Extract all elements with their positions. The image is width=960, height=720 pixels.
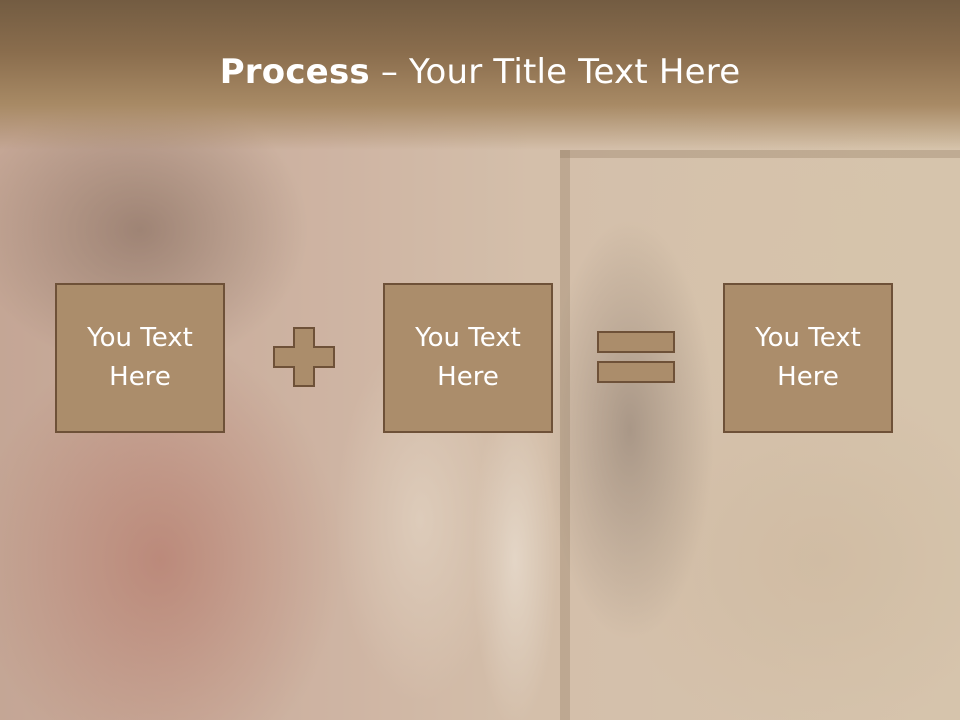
- equals-icon: [597, 331, 675, 383]
- box-text-line2: Here: [109, 362, 171, 392]
- box-text-line1: You Text: [87, 323, 193, 353]
- background-window-frame: [560, 150, 960, 158]
- box-text-line1: You Text: [415, 323, 521, 353]
- background-window-frame: [560, 150, 570, 720]
- title-bold: Process: [219, 52, 370, 92]
- process-box-3[interactable]: You Text Here: [723, 283, 893, 433]
- box-text-line1: You Text: [755, 323, 861, 353]
- slide-title: Process – Your Title Text Here: [0, 52, 960, 92]
- title-band: [0, 0, 960, 150]
- process-box-1[interactable]: You Text Here: [55, 283, 225, 433]
- title-rest: – Your Title Text Here: [369, 52, 741, 92]
- box-text-line2: Here: [777, 362, 839, 392]
- plus-icon: [273, 327, 335, 387]
- box-text-line2: Here: [437, 362, 499, 392]
- process-box-2[interactable]: You Text Here: [383, 283, 553, 433]
